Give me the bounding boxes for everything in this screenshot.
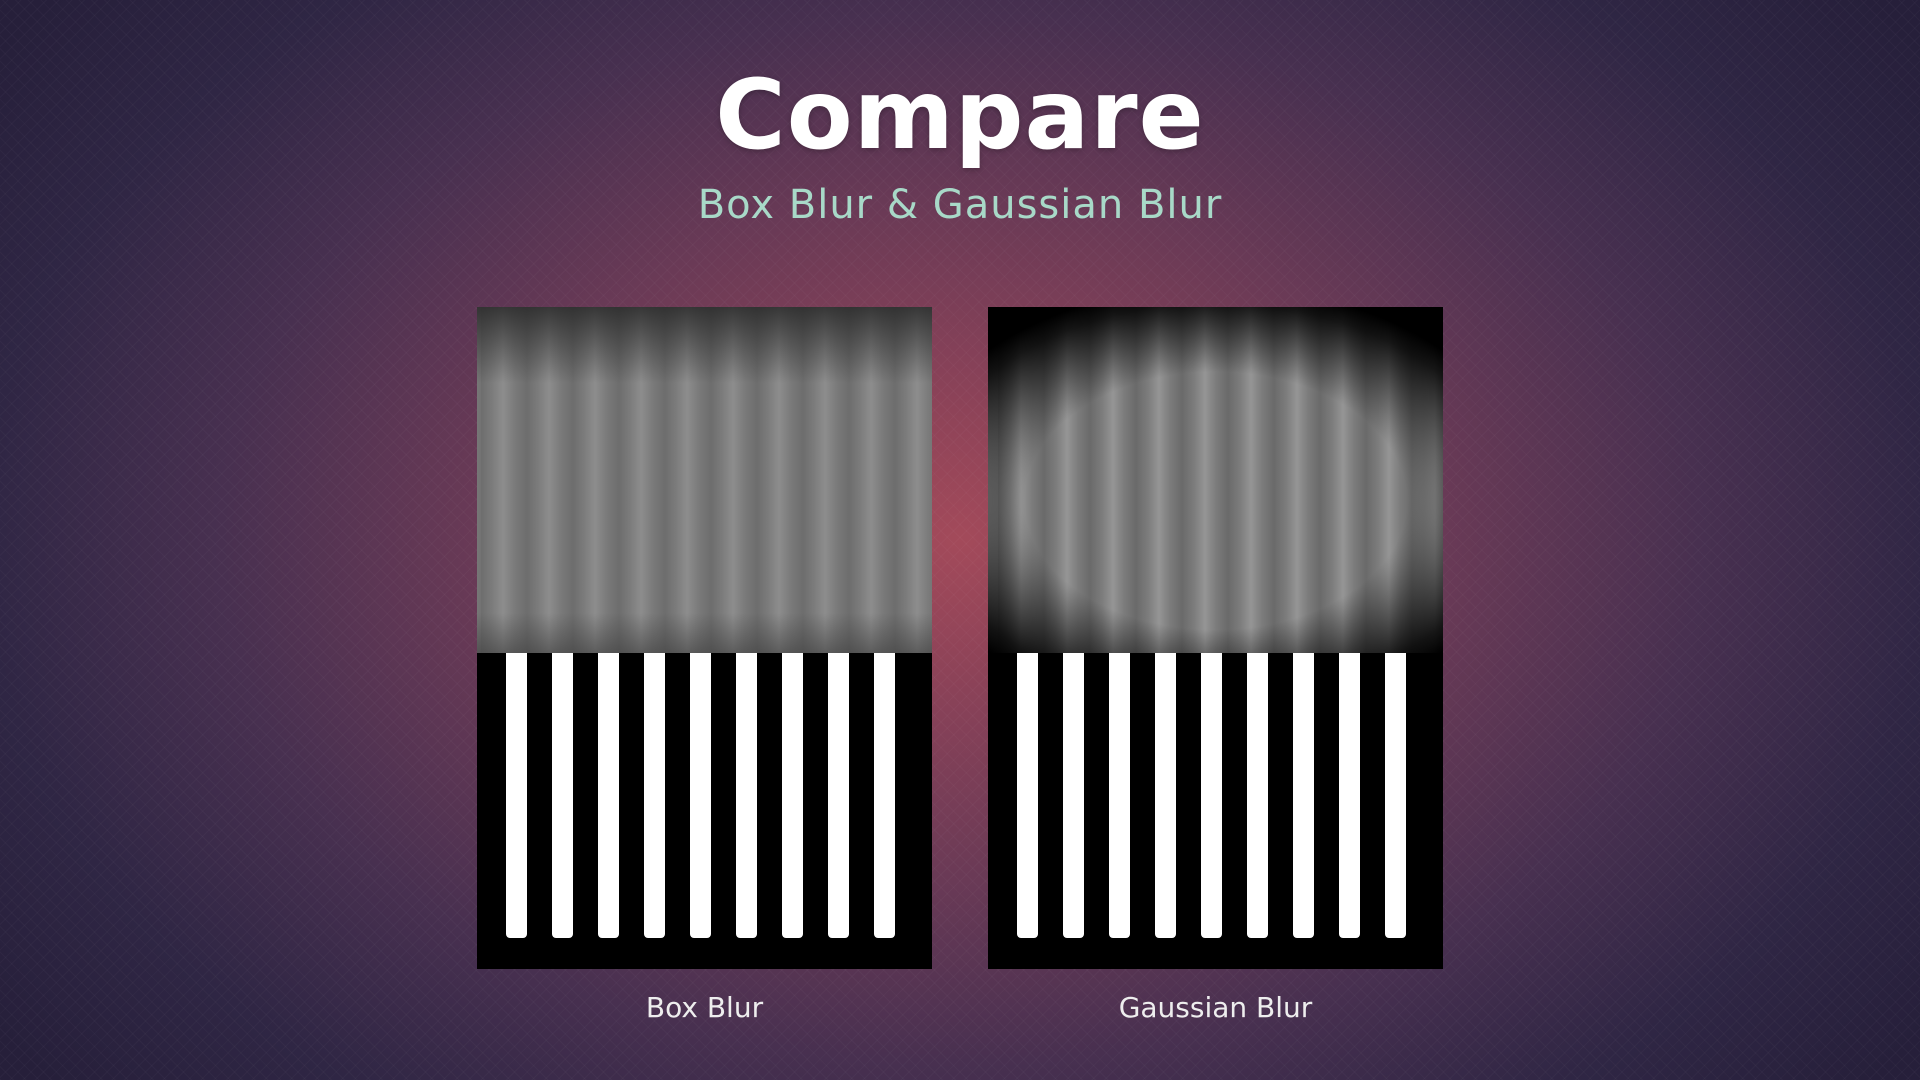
- stripe: [782, 653, 803, 938]
- stripe: [828, 653, 849, 938]
- box-blur-region: [477, 307, 932, 653]
- stripe: [1063, 653, 1084, 938]
- box-blur-stripes: [477, 653, 932, 969]
- stripe: [1339, 653, 1360, 938]
- stripe: [506, 653, 527, 938]
- box-blur-caption: Box Blur: [645, 991, 764, 1024]
- stripe: [736, 653, 757, 938]
- stripe: [1155, 653, 1176, 938]
- gaussian-blur-panel: [988, 307, 1443, 969]
- stripe: [644, 653, 665, 938]
- stripe: [1247, 653, 1268, 938]
- stripe: [874, 653, 895, 938]
- slide-title: Compare: [715, 59, 1205, 171]
- stripe: [1017, 653, 1038, 938]
- stripe: [598, 653, 619, 938]
- gaussian-blur-caption: Gaussian Blur: [1118, 991, 1313, 1024]
- gaussian-blur-stripes: [988, 653, 1443, 969]
- stripe: [1201, 653, 1222, 938]
- stripe: [1293, 653, 1314, 938]
- stripe: [1385, 653, 1406, 938]
- stripe: [690, 653, 711, 938]
- slide-subtitle: Box Blur & Gaussian Blur: [697, 182, 1223, 228]
- stripe: [552, 653, 573, 938]
- stripe: [1109, 653, 1130, 938]
- gaussian-blur-region: [988, 307, 1443, 653]
- box-blur-panel: [477, 307, 932, 969]
